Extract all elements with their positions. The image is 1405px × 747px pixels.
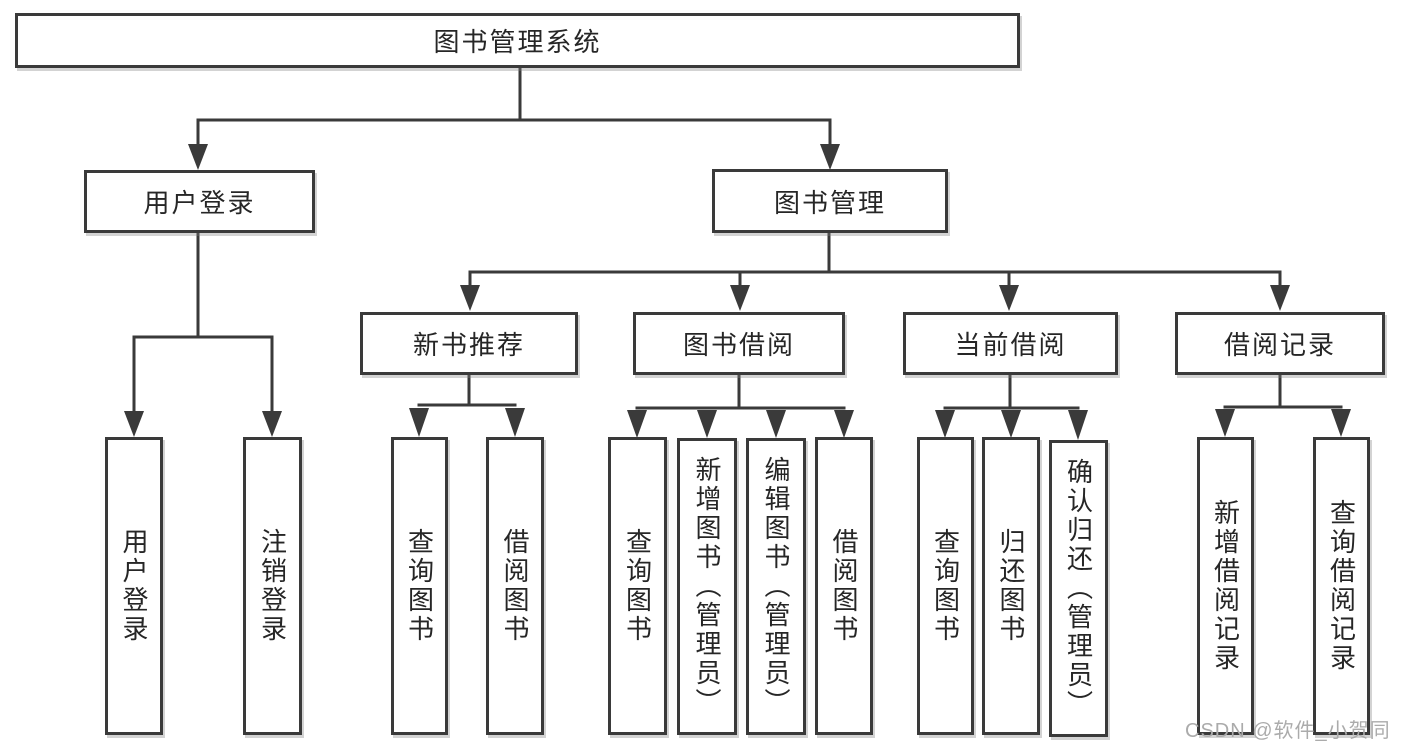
arrowhead [124,411,144,437]
connector-new-book-to-leaves [409,375,525,437]
leaf-borrow-borrow-books: 借阅图书 [815,437,873,735]
leaf-borrow-query-books: 查询图书 [608,437,667,735]
leaf-logout: 注销登录 [243,437,302,735]
arrowhead [262,411,282,437]
node-new-book-recommend: 新书推荐 [360,312,578,375]
arrowhead [834,410,854,438]
arrowhead [409,408,429,437]
connector-book-mgmt-to-level3 [460,233,1290,311]
node-root-system: 图书管理系统 [15,13,1020,68]
arrowhead [697,410,717,438]
leaf-recommend-borrow-books: 借阅图书 [486,437,544,735]
arrowhead [1068,410,1088,440]
arrowhead [999,285,1019,311]
node-borrow-records: 借阅记录 [1175,312,1385,375]
arrowhead [766,410,786,438]
arrowhead [1331,409,1351,437]
leaf-records-add-record: 新增借阅记录 [1197,437,1254,735]
leaf-borrow-edit-books-admin: 编辑图书（管理员） [746,438,806,735]
node-current-borrow: 当前借阅 [903,312,1118,375]
arrowhead [1270,285,1290,311]
arrowhead [505,408,525,437]
arrowhead [1001,410,1021,438]
arrowhead [1215,409,1235,437]
connector-current-to-leaves [935,375,1088,440]
node-book-management: 图书管理 [712,169,948,233]
leaf-recommend-query-books: 查询图书 [391,437,448,735]
leaf-current-confirm-return-admin: 确认归还（管理员） [1049,440,1108,737]
leaf-user-login: 用户登录 [105,437,163,735]
connector-borrow-to-leaves [627,375,854,438]
csdn-watermark: CSDN @软件_小贺同学 [1185,720,1391,742]
connector-user-login-to-leaves [124,233,282,437]
node-user-login: 用户登录 [84,170,315,233]
node-book-borrow: 图书借阅 [633,312,845,375]
arrowhead [627,410,647,438]
leaf-current-return-books: 归还图书 [982,437,1040,735]
arrowhead [820,144,840,170]
connector-root-to-level2 [188,68,840,170]
arrowhead [935,410,955,438]
arrowhead [460,285,480,311]
arrowhead [730,285,750,311]
leaf-records-query-record: 查询借阅记录 [1313,437,1370,735]
leaf-borrow-add-books-admin: 新增图书（管理员） [677,438,737,735]
arrowhead [188,144,208,170]
connector-records-to-leaves [1215,375,1351,437]
leaf-current-query-books: 查询图书 [917,437,974,735]
